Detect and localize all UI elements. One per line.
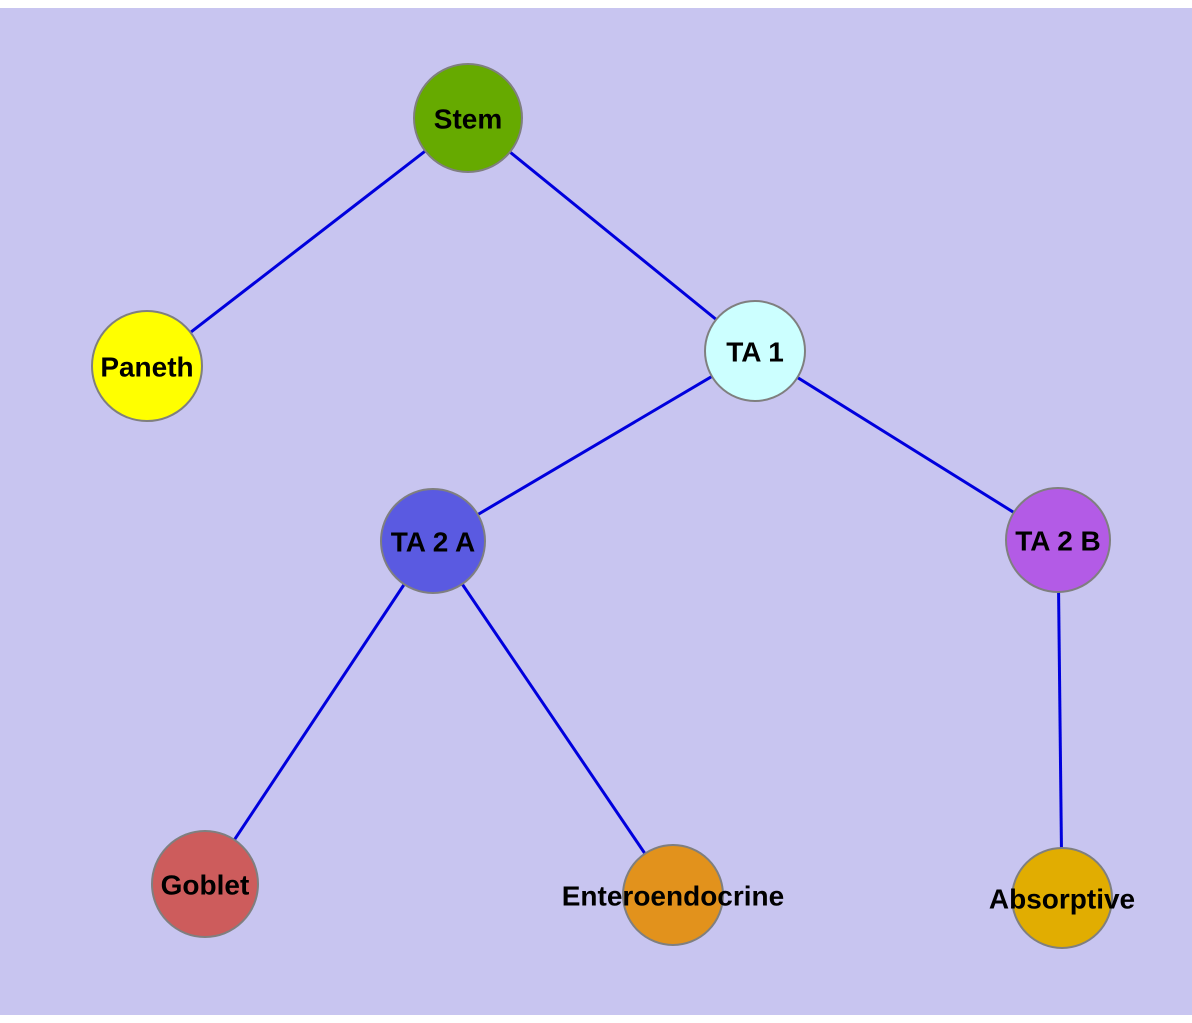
node-circle-ta-2-b[interactable] bbox=[1005, 487, 1111, 593]
edge-stem-to-ta-1 bbox=[467, 116, 756, 353]
edge-stem-to-paneth bbox=[146, 116, 469, 368]
edge-ta-1-to-ta-2-a bbox=[432, 349, 756, 543]
node-goblet[interactable]: Goblet bbox=[151, 830, 259, 938]
node-ta-2-a[interactable]: TA 2 A bbox=[380, 488, 486, 594]
node-ta-1[interactable]: TA 1 bbox=[704, 300, 806, 402]
edge-ta-2-a-to-enteroendocrine bbox=[431, 540, 675, 896]
node-ta-2-b[interactable]: TA 2 B bbox=[1005, 487, 1111, 593]
node-circle-enteroendocrine[interactable] bbox=[622, 844, 724, 946]
node-circle-ta-1[interactable] bbox=[704, 300, 806, 402]
node-circle-absorptive[interactable] bbox=[1011, 847, 1113, 949]
node-circle-paneth[interactable] bbox=[91, 310, 203, 422]
edge-layer bbox=[146, 116, 1064, 899]
edge-ta-2-b-to-absorptive bbox=[1056, 539, 1064, 899]
node-circle-stem[interactable] bbox=[413, 63, 523, 173]
node-paneth[interactable]: Paneth bbox=[91, 310, 203, 422]
node-circle-goblet[interactable] bbox=[151, 830, 259, 938]
node-stem[interactable]: Stem bbox=[413, 63, 523, 173]
edge-ta-2-a-to-goblet bbox=[203, 540, 435, 885]
edge-ta-1-to-ta-2-b bbox=[754, 349, 1059, 542]
node-circle-ta-2-a[interactable] bbox=[380, 488, 486, 594]
